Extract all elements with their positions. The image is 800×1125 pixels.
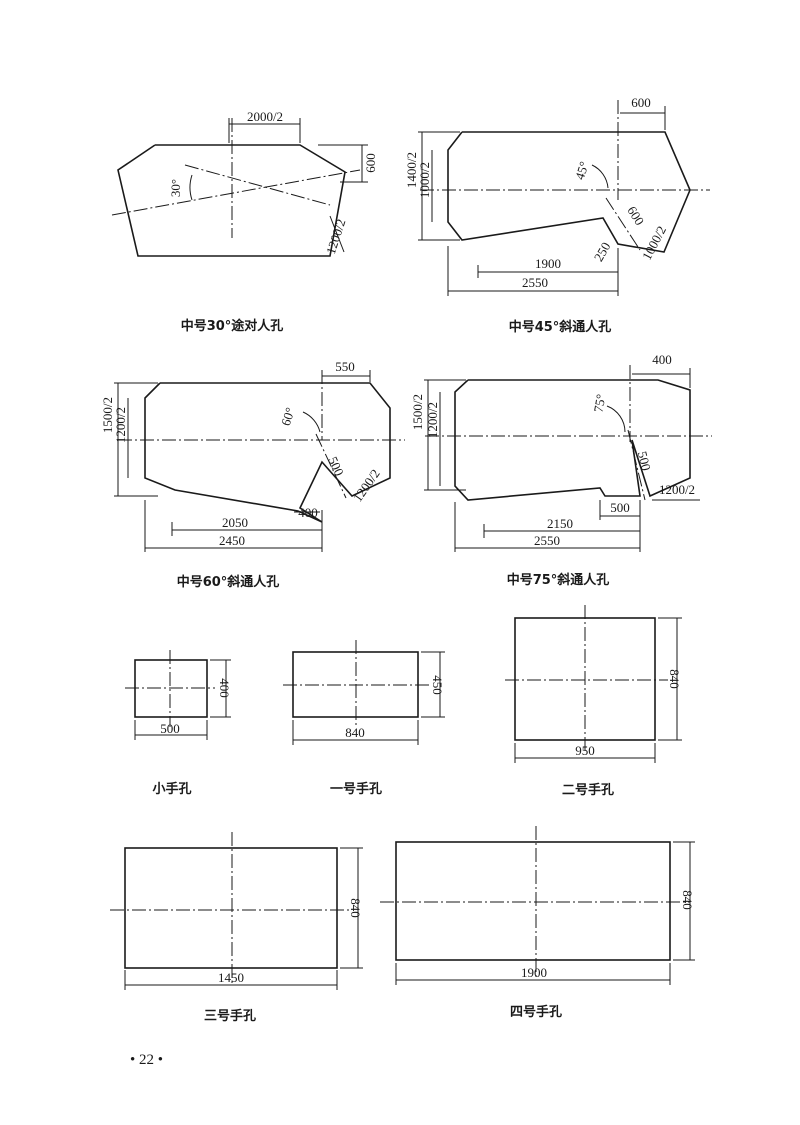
handhole-4-drawing xyxy=(380,826,695,985)
dim-75-outer-height: 1500/2 xyxy=(410,394,425,430)
dim-2-width: 950 xyxy=(575,743,595,758)
manhole-45-drawing xyxy=(418,100,710,296)
dim-30-right-height: 600 xyxy=(363,153,378,173)
dim-75-inner-height: 1200/2 xyxy=(425,402,440,438)
dim-4-width: 1900 xyxy=(521,965,547,980)
dim-45-arm-length: 600 xyxy=(624,203,647,227)
handhole-small-drawing xyxy=(125,650,231,740)
dim-small-height: 400 xyxy=(217,678,232,698)
handhole-3-caption: 三号手孔 xyxy=(204,1008,256,1024)
dim-45-inner-length: 1900 xyxy=(535,256,561,271)
dim-1-height: 450 xyxy=(430,675,445,695)
dim-75-arm-width: 1200/2 xyxy=(659,482,695,497)
dim-45-arm-width: 1000/2 xyxy=(639,223,669,262)
handhole-1-caption: 一号手孔 xyxy=(330,781,382,797)
dim-75-top: 400 xyxy=(652,352,672,367)
dim-small-width: 500 xyxy=(160,721,180,736)
handhole-4-caption: 四号手孔 xyxy=(510,1004,562,1020)
manhole-75-caption: 中号75°斜通人孔 xyxy=(507,572,610,588)
handhole-2-caption: 二号手孔 xyxy=(562,782,614,798)
manhole-30-caption: 中号30°途对人孔 xyxy=(181,318,284,334)
dim-45-top: 600 xyxy=(631,95,651,110)
handhole-3-drawing xyxy=(110,832,363,990)
dim-60-outer-height: 1500/2 xyxy=(100,397,115,433)
handhole-1-drawing xyxy=(283,640,445,745)
dim-30-top-width: 2000/2 xyxy=(247,109,283,124)
handhole-2-drawing xyxy=(505,605,682,763)
dim-75-inner-length: 2150 xyxy=(547,516,573,531)
manhole-60-drawing xyxy=(114,370,405,552)
angle-75-label: 75° xyxy=(591,393,609,414)
dim-4-height: 840 xyxy=(680,890,695,910)
handhole-small-caption: 小手孔 xyxy=(152,781,191,797)
dim-30-arm-width: 1200/2 xyxy=(323,217,348,256)
angle-60-label: 60° xyxy=(278,406,298,428)
manhole-30-drawing xyxy=(111,118,368,257)
manhole-60-caption: 中号60°斜通人孔 xyxy=(177,574,280,590)
dim-60-inner-length: 2050 xyxy=(222,515,248,530)
dim-75-total-length: 2550 xyxy=(534,533,560,548)
dim-45-outer-height: 1400/2 xyxy=(404,152,419,188)
dim-75-offset: 500 xyxy=(610,500,630,515)
dim-2-height: 840 xyxy=(667,669,682,689)
dim-45-inner-height: 1000/2 xyxy=(417,162,432,198)
angle-45-label: 45° xyxy=(572,160,592,182)
manhole-75-drawing xyxy=(424,365,712,552)
dim-3-width: 1450 xyxy=(218,970,244,985)
dim-45-total-length: 2550 xyxy=(522,275,548,290)
dim-60-arm-length: 500 xyxy=(325,454,347,478)
dim-3-height: 840 xyxy=(348,898,363,918)
dim-60-total-length: 2450 xyxy=(219,533,245,548)
dim-60-offset: 400 xyxy=(298,505,318,520)
manhole-45-caption: 中号45°斜通人孔 xyxy=(509,319,612,335)
dim-45-offset: 250 xyxy=(591,240,614,264)
dim-60-inner-height: 1200/2 xyxy=(113,407,128,443)
dim-1-width: 840 xyxy=(345,725,365,740)
dim-60-top: 550 xyxy=(335,359,355,374)
dim-60-arm-width: 1200/2 xyxy=(350,466,383,504)
angle-30-label: 30° xyxy=(168,179,183,197)
dim-75-arm-length: 500 xyxy=(635,450,654,473)
page-number: • 22 • xyxy=(130,1052,163,1068)
